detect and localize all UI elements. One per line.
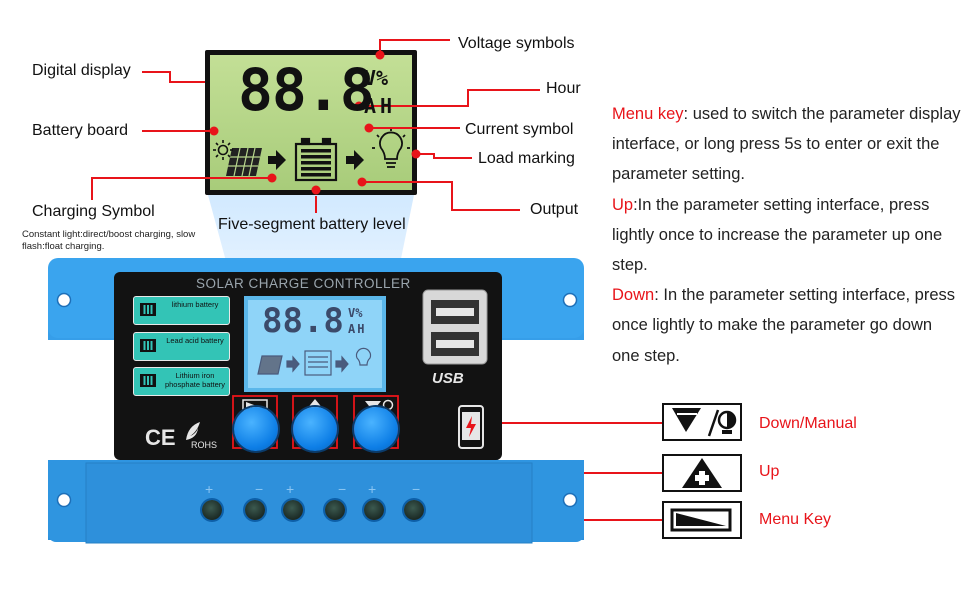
svg-text:+: +	[286, 481, 294, 497]
lcd-digits: 88.8	[238, 56, 375, 124]
menu-key-icon	[662, 501, 742, 539]
terminal-screw	[325, 500, 345, 520]
solar-panel-icon	[226, 147, 262, 177]
charging-note: Constant light:direct/boost charging, sl…	[22, 229, 196, 252]
down-manual-button[interactable]	[354, 407, 398, 451]
menu-key-term: Menu key	[612, 105, 684, 123]
badge-lithium-iron: Lithium iron phosphate battery	[133, 367, 230, 396]
sun-icon	[213, 140, 233, 160]
badge-label: lithium battery	[171, 300, 219, 309]
down-key-term: Down	[612, 286, 655, 305]
down-manual-key-icon	[662, 403, 742, 441]
label-digital-display: Digital display	[32, 62, 131, 79]
legend-up: Up	[759, 463, 780, 480]
down-symbol-icon	[365, 401, 381, 411]
rohs-mark: ROHS	[191, 440, 218, 450]
small-lcd-unit-bottom: AH	[348, 322, 367, 336]
ce-mark: CE	[145, 425, 176, 450]
small-lcd-unit-top: V%	[348, 306, 363, 320]
small-lcd-digits: 88.8	[262, 301, 344, 341]
svg-text:+: +	[205, 481, 213, 497]
legend-down-manual: Down/Manual	[759, 415, 857, 432]
lcd-unit-bottom: AH	[364, 94, 397, 118]
phone-icon	[458, 405, 484, 449]
rohs-leaf-icon	[186, 422, 200, 440]
label-output: Output	[530, 201, 579, 218]
label-battery-board: Battery board	[32, 122, 129, 139]
terminal-strip: + − + − + −	[85, 462, 533, 544]
badge-lead-acid: Lead acid battery	[133, 332, 230, 361]
label-hour: Hour	[546, 80, 581, 97]
terminal-screw	[404, 500, 424, 520]
usb-ports-icon	[422, 289, 488, 365]
charge-arrow-icon	[268, 150, 286, 170]
up-button[interactable]	[293, 407, 337, 451]
usb-label: USB	[432, 370, 464, 387]
battery-level-icon	[294, 137, 338, 182]
svg-text:+: +	[368, 481, 376, 497]
battery-icon	[140, 339, 156, 352]
badge-label: Lead acid battery	[166, 336, 224, 345]
label-charging-symbol: Charging Symbol	[32, 203, 155, 220]
lcd-unit-top: V%	[364, 66, 389, 90]
svg-text:−: −	[255, 481, 263, 497]
key-descriptions: Menu key: used to switch the parameter d…	[612, 99, 962, 371]
battery-icon	[140, 374, 156, 387]
svg-text:−: −	[338, 481, 346, 497]
small-lcd	[244, 296, 386, 392]
callout-dots	[209, 50, 421, 195]
legend-menu-key: Menu Key	[759, 511, 832, 528]
svg-text:−: −	[412, 481, 420, 497]
terminal-screw	[202, 500, 222, 520]
label-five-segment: Five-segment battery level	[218, 216, 406, 233]
controller-title: SOLAR CHARGE CONTROLLER	[196, 276, 411, 291]
terminal-screw	[283, 500, 303, 520]
badge-label: Lithium iron phosphate battery	[164, 371, 226, 389]
up-key-icon	[662, 454, 742, 492]
badge-lithium: lithium battery	[133, 296, 230, 325]
up-key-text: :In the parameter setting interface, pre…	[612, 195, 943, 275]
battery-icon	[140, 303, 156, 316]
menu-button[interactable]	[234, 407, 278, 451]
terminal-screw	[245, 500, 265, 520]
label-current-symbol: Current symbol	[465, 121, 574, 138]
output-arrow-icon	[346, 150, 364, 170]
small-lcd-icons	[257, 347, 372, 376]
menu-key-text: : used to switch the parameter display i…	[612, 105, 961, 184]
label-load-marking: Load marking	[478, 150, 575, 167]
terminal-screw	[364, 500, 384, 520]
label-voltage-symbols: Voltage symbols	[458, 35, 575, 52]
up-key-term: Up	[612, 195, 634, 214]
down-key-text: : In the parameter setting interface, pr…	[612, 286, 956, 365]
